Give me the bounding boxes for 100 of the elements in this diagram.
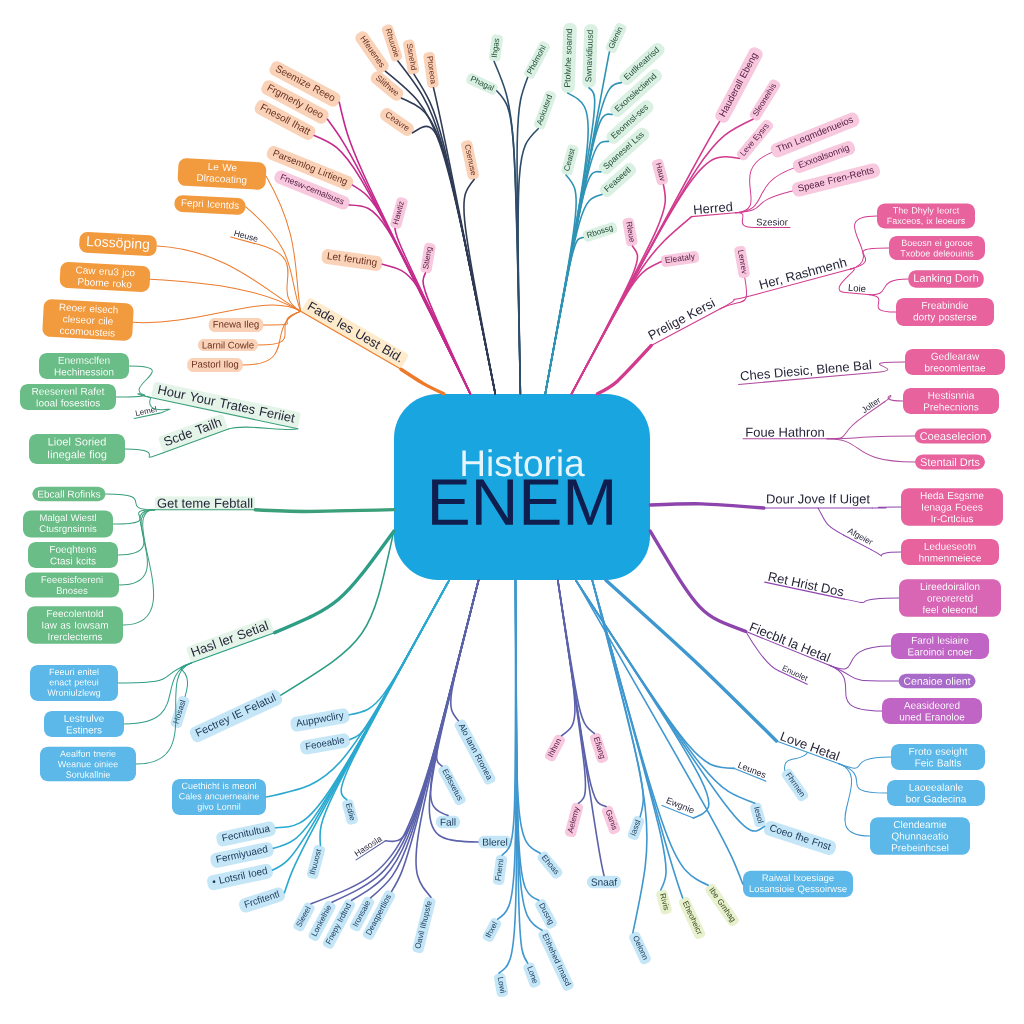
topic-box: Lireedoirallon oreoreretd feel oleeond: [899, 579, 1001, 617]
topic-box: The Dhyly Ieorct Faxceos, ix leoeurs: [877, 203, 975, 229]
branch-label: Herred: [691, 201, 737, 218]
branch-label: Love Hetal: [775, 731, 840, 765]
topic-box: Laoeealanle bor Gadecina: [887, 780, 985, 806]
label-pill: Fnemi: [492, 855, 508, 885]
label-pill: Hawtiz: [390, 197, 408, 229]
branch-line: [828, 664, 883, 712]
label-pill: Ptoreoa: [423, 52, 439, 88]
topic-box: Freabindie dorty posterse: [896, 298, 994, 326]
branch-line: [575, 579, 744, 885]
branch-line: [784, 751, 809, 771]
branch-line: [838, 763, 871, 837]
branch-line: [381, 263, 472, 395]
branch-label: Heuse: [230, 230, 260, 246]
branch-label: Get teme Febtall: [154, 496, 256, 511]
branch-line: [719, 293, 760, 310]
branch-line: [227, 426, 299, 431]
branch-line: [517, 127, 539, 395]
topic-box: Aeasideored uned Eranoloe: [882, 698, 982, 724]
topic-box: Hestisnnia Prehecnions: [903, 388, 999, 414]
branch-line: [870, 549, 902, 557]
branch-line: [575, 579, 766, 832]
topic-box: Aealfon tnerie Weanue oiniee Sorukallnie: [40, 746, 136, 782]
label-pill: Stieng: [420, 242, 436, 274]
branch-label: Loie: [844, 284, 869, 295]
branch-line: [850, 247, 890, 270]
label-pill: Lowi: [493, 973, 509, 998]
branch-label: Szesior: [753, 218, 791, 229]
branch-line: [242, 310, 302, 366]
topic-box: Ledueseotn hnmenmeiece: [901, 539, 999, 565]
label-pill: Lenrev: [734, 245, 750, 279]
branch-line: [557, 579, 605, 877]
branch-line: [648, 529, 748, 634]
branch-line: [257, 310, 302, 346]
topic-box: Feeesisfoereni Bnoses: [25, 572, 119, 598]
label-pill: Efiang: [589, 732, 609, 764]
label-pill: Auppwcliry: [290, 708, 350, 732]
branch-line: [735, 212, 755, 228]
branch-line: [272, 529, 396, 635]
topic-box: Boeosn ei gorooe Txoboe deleouinis: [889, 236, 985, 260]
label-pill: Ganis: [601, 805, 621, 835]
topic-box: Reeserenl Rafet Iooal fosestios: [20, 384, 116, 410]
label-pill: Ihuuost: [307, 845, 325, 879]
topic-box: Lossöping: [79, 232, 157, 256]
label-pill: Rleue: [622, 217, 638, 247]
branch-line: [544, 236, 585, 395]
label-pill: Csenuse: [461, 140, 479, 180]
topic-box: Feeuri enitel enact peteui Wroniulzlewg: [30, 664, 118, 702]
topic-box: Lioel Soried Iinegale fiog: [29, 434, 125, 465]
branch-line: [124, 448, 164, 458]
topic-box: Cuethicht is meonl Cales ancuerneaine givo Lonnil: [172, 778, 266, 816]
label-pill: Rhuuoie: [381, 24, 403, 62]
topic-box: Coeaselecion: [914, 428, 992, 444]
branch-line: [828, 664, 899, 682]
topic-box: Malgal Wiestl Ctusrgnsinnis: [23, 510, 113, 538]
branch-line: [117, 662, 192, 684]
label-pill: Ihxel: [482, 918, 502, 942]
branch-label: Scde Tailh: [158, 414, 229, 454]
branch-line: [883, 395, 904, 403]
label-pill: Edlie: [342, 799, 358, 825]
branch-line: [871, 506, 902, 509]
branch-line: [595, 343, 654, 396]
branch-line: [719, 277, 748, 310]
topic-box: Fepri Icentds: [174, 195, 246, 215]
label-pill: Iesol: [750, 802, 766, 828]
branch-label: Ches Diesic, Blene Bal: [738, 359, 876, 386]
branch-line: [570, 215, 693, 395]
label-pill: Larnil Cowle: [197, 338, 259, 352]
label-pill: Let feruting: [321, 249, 383, 271]
branch-line: [745, 630, 780, 672]
branch-line: [604, 578, 779, 743]
topic-box: Feecolentold Iaw as Iowsam Irerclecterns: [27, 606, 123, 644]
label-pill: Coeo fhe Fnst: [763, 820, 837, 856]
label-pill: Hosasl: [170, 696, 190, 728]
label-pill: Hauv: [652, 158, 668, 186]
branch-line: [463, 178, 497, 395]
branch-line: [591, 579, 709, 887]
label-pill: Blerel: [478, 835, 512, 849]
label-pill: Rbossg: [582, 222, 618, 242]
topic-box: Caw eru3 jco Pbome roko: [59, 262, 151, 292]
topic-box: Froto eseight Feic Baltls: [891, 744, 985, 770]
topic-box: Cenaioe olient: [898, 673, 976, 689]
label-pill: Eleataly: [660, 250, 700, 268]
branch-line: [817, 507, 844, 536]
topic-box: Enemsclfen Hechinession: [39, 353, 129, 379]
topic-box: Lanking Dorh: [908, 270, 984, 288]
branch-line: [838, 268, 855, 293]
topic-box: Lestrulve Estiners: [44, 711, 124, 737]
topic-box: Farol lesiaire Earoinoi cnoer: [891, 633, 989, 659]
label-pill: Iassl: [627, 816, 645, 840]
branch-line: [265, 175, 302, 312]
branch-line: [319, 579, 450, 847]
branch-line: [867, 293, 897, 313]
branch-line: [122, 509, 156, 626]
label-pill: Lone: [523, 962, 541, 988]
branch-line: [648, 502, 766, 510]
topic-box: Raiwal Ixoesiage Losansioie Qessoirwse: [743, 870, 853, 898]
branch-label: Dour Jove If Uiget: [763, 493, 873, 509]
label-pill: Aelemy: [564, 802, 584, 838]
